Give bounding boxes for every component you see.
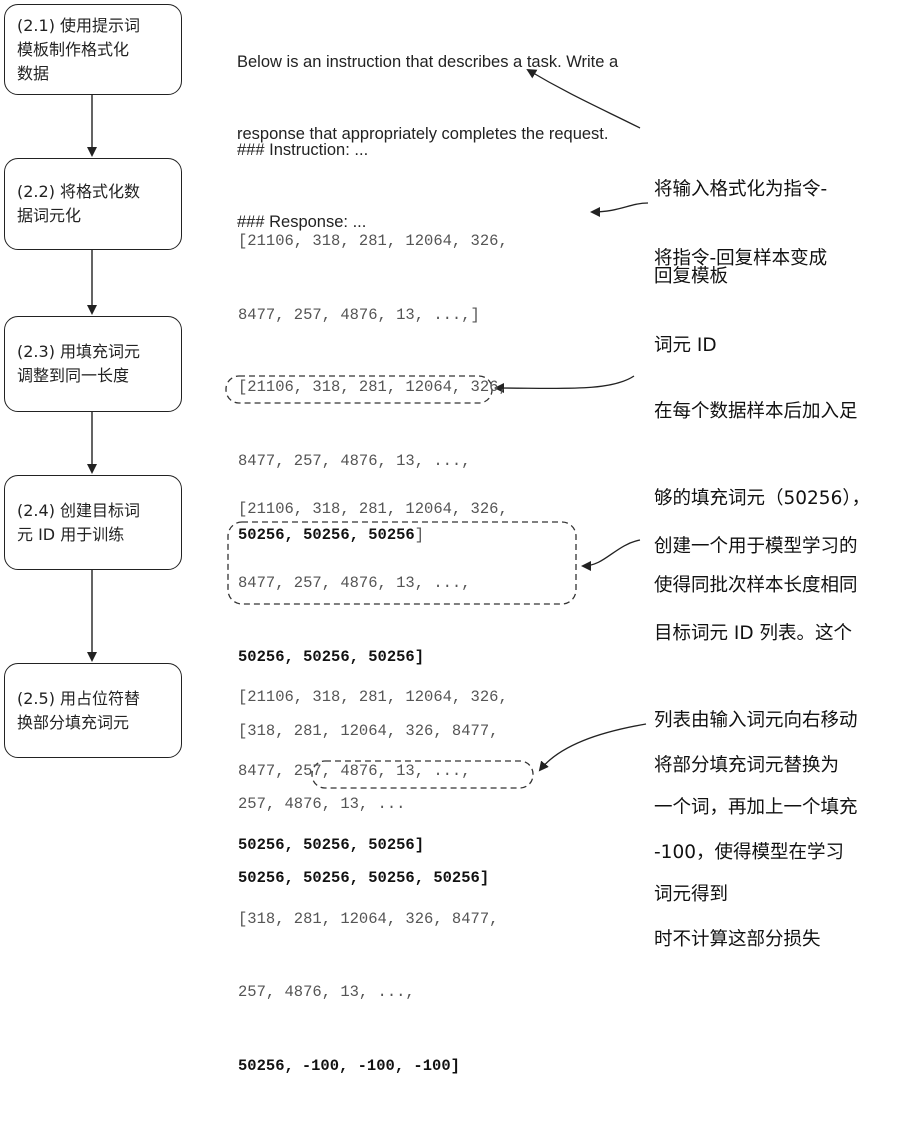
step-label: (2.1) 使用提示词 模板制作格式化 数据 (17, 14, 140, 86)
step-label-line: 换部分填充词元 (17, 712, 130, 732)
step-label-line: 据词元化 (17, 206, 82, 225)
note-line: 创建一个用于模型学习的 (654, 536, 858, 557)
template-fields: ### Instruction: ... ### Response: ... (237, 90, 368, 282)
masked-values-highlight-box (311, 760, 534, 789)
template-instruction: ### Instruction: ... (237, 141, 369, 159)
note-line: 时不计算这部分损失 (654, 929, 821, 950)
step-box-mask: (2.5) 用占位符替 换部分填充词元 (4, 663, 182, 758)
callout-arrow-mask (538, 723, 647, 772)
note-line: 使得同批次样本长度相同 (654, 575, 858, 596)
padding-highlight-box (225, 375, 493, 404)
template-response: ### Response: ... (237, 213, 367, 231)
token-line: [21106, 318, 281, 12064, 326, (238, 232, 508, 251)
callout-arrow-tokenize (590, 202, 649, 217)
step-label-line: 数据 (17, 63, 50, 83)
note-mask: 将部分填充词元替换为 -100，使得模型在学习 时不计算这部分损失 (654, 693, 844, 1012)
note-line: 在每个数据样本后加入足 (654, 401, 858, 422)
step-label-line: (2.3) 用填充词元 (17, 342, 141, 361)
note-line: 将指令-回复样本变成 (654, 248, 828, 269)
target-line: [318, 281, 12064, 326, 8477, (238, 909, 499, 928)
target-ids-highlight-box (227, 521, 577, 605)
note-template: 将输入格式化为指令- 回复模板 (654, 117, 827, 349)
note-line: 够的填充词元（50256）， (654, 488, 871, 509)
step-label: (2.5) 用占位符替 换部分填充词元 (17, 687, 140, 735)
note-line: 回复模板 (654, 266, 729, 287)
callout-arrow-padding (494, 375, 635, 394)
step-label-line: 模板制作格式化 (17, 39, 130, 59)
target-line: 257, 4876, 13, ..., (238, 983, 415, 1002)
note-tokenize: 将指令-回复样本变成 词元 ID (654, 186, 827, 418)
step-label-line: (2.2) 将格式化数 (17, 182, 141, 201)
connector-layer (87, 68, 649, 789)
note-line: 目标词元 ID 列表。这个 (654, 623, 852, 644)
note-line: -100，使得模型在学习 (654, 842, 844, 863)
callout-arrow-template (526, 68, 641, 129)
note-line: 词元 ID (654, 335, 717, 356)
note-line: 将部分填充词元替换为 (654, 755, 840, 776)
tokenized-ids: [21106, 318, 281, 12064, 326, 8477, 257,… (238, 180, 508, 377)
masked-ids: [21106, 318, 281, 12064, 326, 8477, 257,… (238, 636, 508, 1128)
note-line: 将输入格式化为指令- (654, 179, 828, 200)
template-intro-line: response that appropriately completes th… (237, 125, 609, 143)
token-line: 8477, 257, 4876, 13, ..., (238, 761, 471, 780)
padding-tokens: 50256, 50256, 50256] (238, 647, 425, 666)
callout-arrow-target (581, 539, 641, 571)
step-label-line: (2.1) 使用提示词 (17, 15, 141, 35)
token-line: [21106, 318, 281, 12064, 326, (238, 688, 508, 707)
step-label: (2.4) 创建目标词 元 ID 用于训练 (17, 499, 140, 547)
step-label-line: (2.5) 用占位符替 (17, 688, 141, 708)
token-close-bracket: ] (414, 525, 425, 544)
token-line: 8477, 257, 4876, 13, ..., (238, 573, 471, 592)
token-line: 8477, 257, 4876, 13, ...,] (238, 305, 480, 324)
step-label: (2.2) 将格式化数 据词元化 (17, 180, 140, 228)
template-intro-line: Below is an instruction that describes a… (237, 53, 619, 71)
token-line: [21106, 318, 281, 12064, 326, (238, 500, 508, 519)
note-line: 列表由输入词元向右移动 (654, 710, 858, 731)
step-label: (2.3) 用填充词元 调整到同一长度 (17, 340, 140, 388)
masked-values: -100, -100, -100] (301, 1057, 460, 1076)
padding-tokens: 50256, 50256, 50256 (238, 525, 415, 544)
token-line: 8477, 257, 4876, 13, ..., (238, 451, 471, 470)
step-box-pad: (2.3) 用填充词元 调整到同一长度 (4, 316, 182, 412)
step-label-line: 元 ID 用于训练 (17, 524, 125, 544)
step-label-line: (2.4) 创建目标词 (17, 500, 141, 520)
diagram-canvas: (2.1) 使用提示词 模板制作格式化 数据 (2.2) 将格式化数 据词元化 … (4, 2, 870, 1075)
step-box-tokenize: (2.2) 将格式化数 据词元化 (4, 158, 182, 250)
padded-ids: [21106, 318, 281, 12064, 326, 8477, 257,… (238, 326, 508, 597)
padding-tokens: 50256, 50256, 50256] (238, 835, 425, 854)
token-line: [21106, 318, 281, 12064, 326, (238, 378, 508, 397)
note-padding: 在每个数据样本后加入足 够的填充词元（50256）， 使得同批次样本长度相同 (654, 339, 870, 658)
target-line: [318, 281, 12064, 326, 8477, (238, 721, 499, 740)
padding-token: 50256, (238, 1057, 294, 1076)
step-label-line: 调整到同一长度 (17, 366, 130, 385)
template-intro: Below is an instruction that describes a… (237, 2, 618, 194)
step-box-targets: (2.4) 创建目标词 元 ID 用于训练 (4, 475, 182, 570)
step-box-format: (2.1) 使用提示词 模板制作格式化 数据 (4, 4, 182, 95)
